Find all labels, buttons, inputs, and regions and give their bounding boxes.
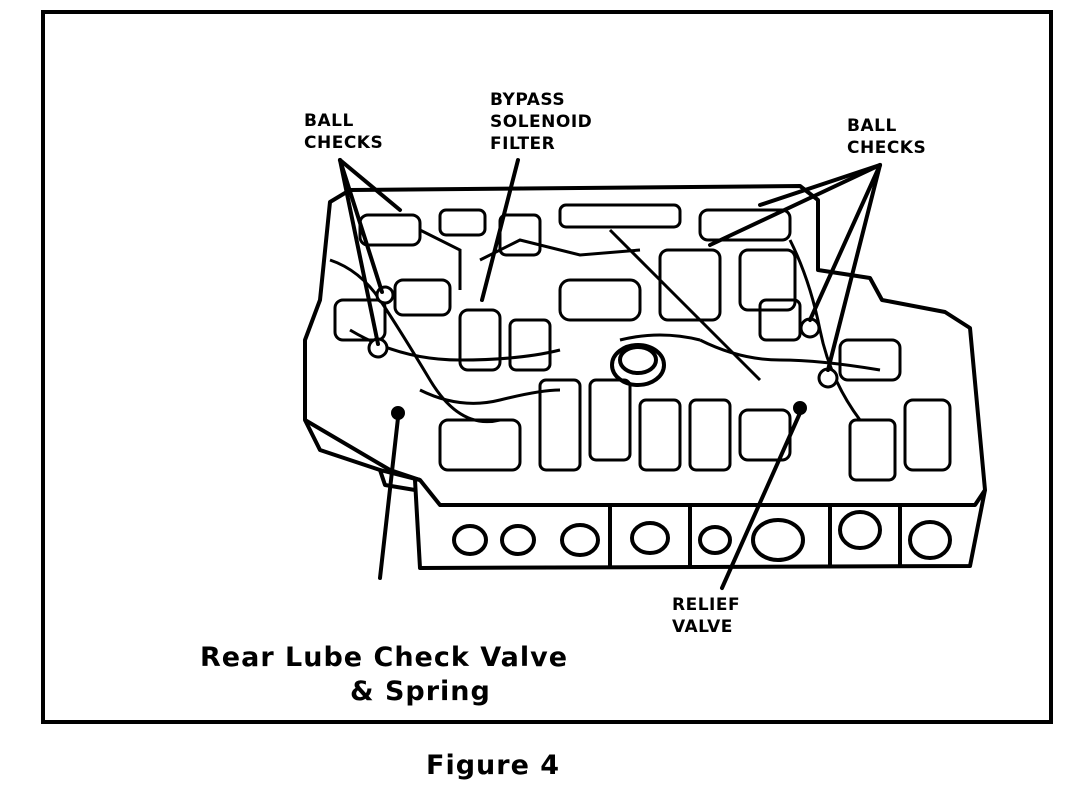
ball-checks-right-label: BALL CHECKS — [847, 116, 927, 158]
valve-body-outline — [303, 184, 987, 570]
relief-valve-label: RELIEF VALVE — [672, 595, 741, 637]
rear-lube-caption-line1: Rear Lube Check Valve — [200, 642, 569, 673]
ball-checks — [367, 285, 839, 389]
valve-bosses — [391, 401, 807, 420]
accumulator-boss — [610, 343, 666, 387]
figure-title: Figure 4 — [426, 750, 561, 781]
leader-lines — [338, 158, 882, 590]
valve-body-passages — [329, 203, 952, 482]
rear-lube-caption-line2: & Spring — [350, 676, 491, 707]
bypass-solenoid-filter-label: BYPASS SOLENOID FILTER — [490, 90, 593, 154]
figure-frame — [41, 10, 1053, 724]
side-ports — [452, 505, 952, 566]
ball-checks-left-label: BALL CHECKS — [304, 111, 384, 153]
